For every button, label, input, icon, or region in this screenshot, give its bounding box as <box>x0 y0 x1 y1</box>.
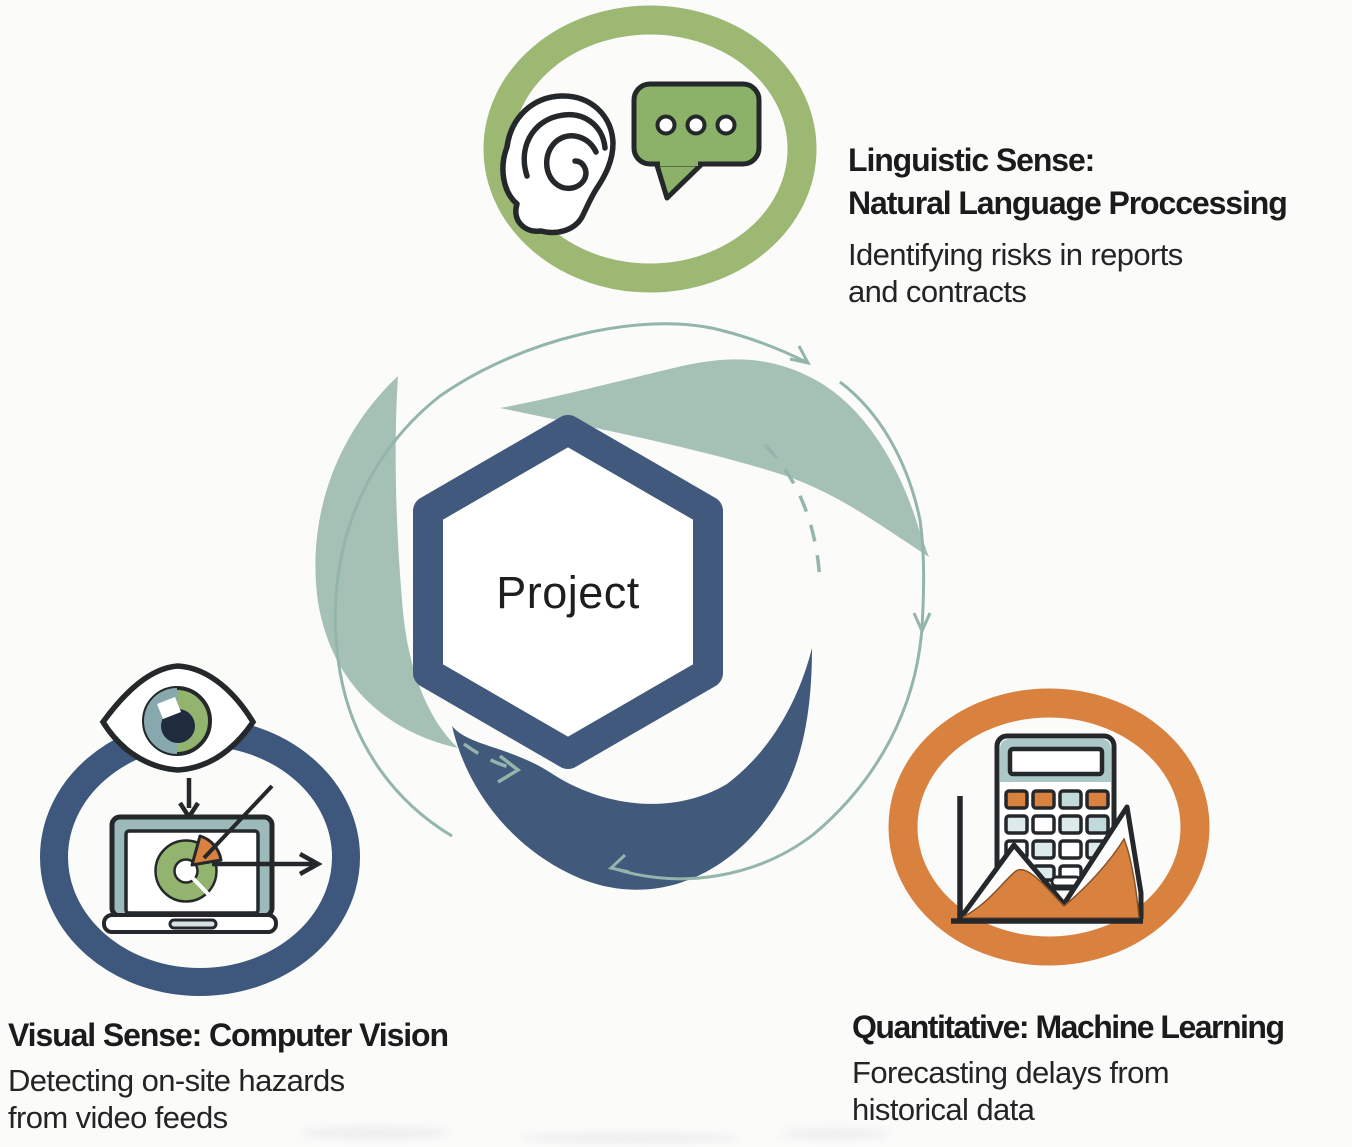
linguistic-ring <box>483 5 817 293</box>
arc-arrowhead <box>912 612 932 635</box>
laptop-donut-chart-icon <box>102 784 323 934</box>
swirl-crescent-bottom <box>452 648 812 890</box>
swirl-crescent-top <box>500 359 929 557</box>
donut-chart <box>154 834 223 903</box>
linguistic-desc-line2: and contracts <box>848 274 1027 309</box>
down-arrow-icon <box>178 778 200 822</box>
project-cycle-swirl: Project <box>315 322 932 890</box>
swirl-crescent-left <box>315 376 458 748</box>
quantitative-title-line1: Quantitative: Machine Learning <box>852 1009 1285 1045</box>
speech-bubble-icon <box>631 81 762 201</box>
visual-desc-line1: Detecting on-site hazards <box>8 1063 345 1098</box>
visual-sense-badge <box>40 663 360 996</box>
visual-desc-line2: from video feeds <box>8 1100 228 1135</box>
linguistic-sense-badge <box>483 5 817 293</box>
quantitative-ring <box>888 688 1210 966</box>
calculator-icon <box>994 733 1117 891</box>
pointer-line <box>202 784 274 860</box>
chart-orange-area <box>960 837 1140 919</box>
visual-sense-text: Visual Sense: Computer Vision Detecting … <box>8 1014 528 1136</box>
artifact-smudge <box>780 1128 890 1140</box>
eye-icon <box>99 663 257 773</box>
project-label: Project <box>496 567 640 618</box>
quantitative-desc-line2: historical data <box>852 1092 1035 1127</box>
bubble-dots <box>655 114 737 136</box>
right-arrow-icon <box>212 852 323 876</box>
artifact-smudge <box>300 1126 450 1140</box>
linguistic-desc-line1: Identifying risks in reports <box>848 237 1183 272</box>
artifact-smudge <box>520 1132 740 1144</box>
chart-axes <box>951 796 1143 924</box>
linguistic-sense-text: Linguistic Sense: Natural Language Procc… <box>848 139 1352 310</box>
dashed-arrowhead <box>497 754 522 784</box>
linguistic-title-line1: Linguistic Sense: <box>848 142 1095 178</box>
quantitative-badge <box>888 688 1210 966</box>
linguistic-title-line2: Natural Language Proccessing <box>848 185 1288 221</box>
arc-arrowhead <box>607 853 630 874</box>
eye-glint <box>157 697 181 719</box>
visual-title-line1: Visual Sense: Computer Vision <box>8 1017 449 1053</box>
thin-cycle-arcs <box>333 322 932 881</box>
ear-icon <box>500 93 616 236</box>
quantitative-text: Quantitative: Machine Learning Forecasti… <box>852 1006 1352 1128</box>
project-hexagon <box>413 415 723 769</box>
quantitative-desc-line1: Forecasting delays from <box>852 1055 1170 1090</box>
arc-arrowhead <box>789 345 811 366</box>
area-chart-icon <box>951 796 1144 924</box>
